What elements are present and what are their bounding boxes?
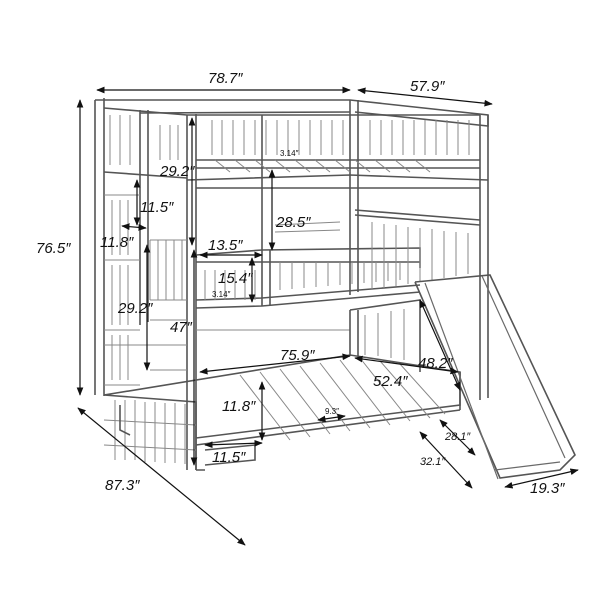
- label-top-step-gap: 11.5″: [140, 199, 174, 216]
- label-middle-step: 11.8″: [100, 234, 134, 251]
- label-slide-depth: 32.1″: [420, 456, 446, 468]
- label-slide-gap: 28.1″: [444, 431, 471, 443]
- dimension-lines: [76, 86, 579, 546]
- label-middle-guard-length: 13.5″: [208, 237, 243, 254]
- label-middle-floor-height: 47″: [170, 319, 193, 336]
- dimension-labels: 78.7″ 57.9″ 76.5″ 87.3″ 29.2″ 11.5″ 28.5…: [36, 70, 565, 497]
- label-top-guard-height: 29.2″: [159, 163, 195, 180]
- label-middle-guard-height: 15.4″: [218, 270, 253, 287]
- label-top-width: 57.9″: [410, 78, 445, 95]
- label-slide-length: 48.2″: [418, 355, 453, 372]
- label-slat-gap-bottom: 9.3″: [325, 407, 339, 416]
- label-slide-width: 19.3″: [530, 480, 565, 497]
- label-bottom-length: 75.9″: [280, 347, 315, 364]
- label-top-length: 78.7″: [208, 70, 243, 87]
- bed-frame-drawing: [94, 98, 576, 480]
- label-slat-gap-top: 3.14″: [280, 149, 299, 158]
- label-middle-side-height: 29.2″: [117, 300, 153, 317]
- slide-drawing: [414, 274, 576, 480]
- label-slat-gap-middle: 3.14″: [212, 290, 231, 299]
- label-bottom-step-height: 11.8″: [222, 398, 256, 415]
- label-top-to-middle: 28.5″: [275, 214, 311, 231]
- label-bottom-step-width: 11.5″: [212, 449, 246, 466]
- label-total-length: 87.3″: [105, 477, 140, 494]
- label-bottom-width: 52.4″: [373, 373, 408, 390]
- label-total-height: 76.5″: [36, 240, 71, 257]
